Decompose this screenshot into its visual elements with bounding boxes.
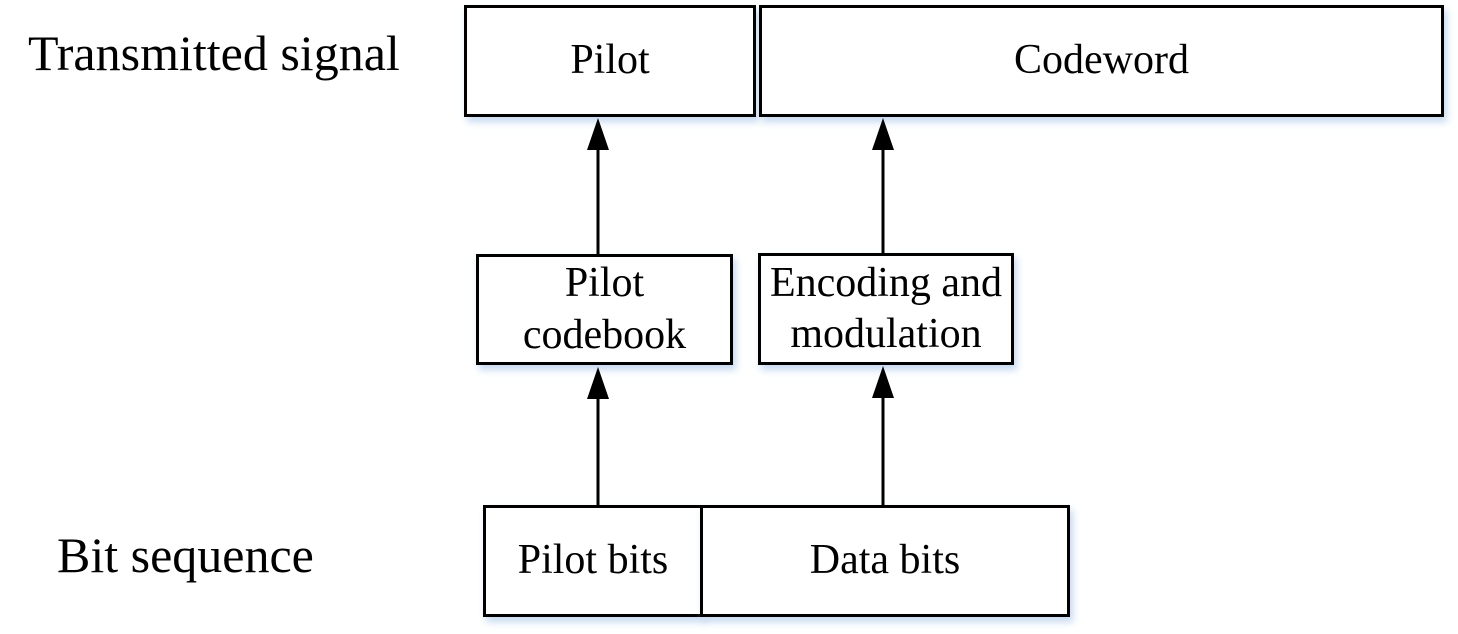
codeword-box-label: Codeword bbox=[1014, 37, 1189, 84]
pilot-box: Pilot bbox=[464, 5, 756, 117]
encoding-modulation-label-line1: Encoding and bbox=[769, 259, 1003, 306]
arrow-data-bits-to-encoding bbox=[872, 366, 894, 505]
codeword-box: Codeword bbox=[759, 5, 1444, 117]
pilot-codebook-label-line2: codebook bbox=[522, 311, 687, 358]
pilot-bits-box-label: Pilot bits bbox=[517, 537, 669, 584]
encoding-modulation-label-line2: modulation bbox=[790, 311, 982, 357]
arrow-pilot-codebook-to-pilot bbox=[587, 118, 609, 254]
pilot-box-label: Pilot bbox=[570, 37, 650, 84]
bit-sequence-label: Bit sequence bbox=[57, 527, 314, 583]
pilot-codebook-label-line1: Pilot bbox=[564, 260, 645, 307]
transmitted-signal-label: Transmitted signal bbox=[28, 25, 400, 81]
pilot-bits-box: Pilot bits bbox=[483, 505, 703, 617]
arrow-pilot-bits-to-pilot-codebook bbox=[587, 367, 609, 505]
data-bits-box-label: Data bits bbox=[809, 537, 961, 584]
data-bits-box: Data bits bbox=[700, 505, 1070, 617]
encoding-modulation-box: Encoding and modulation bbox=[758, 253, 1014, 365]
pilot-codebook-box: Pilot codebook bbox=[476, 254, 733, 365]
arrow-encoding-to-codeword bbox=[872, 118, 894, 253]
